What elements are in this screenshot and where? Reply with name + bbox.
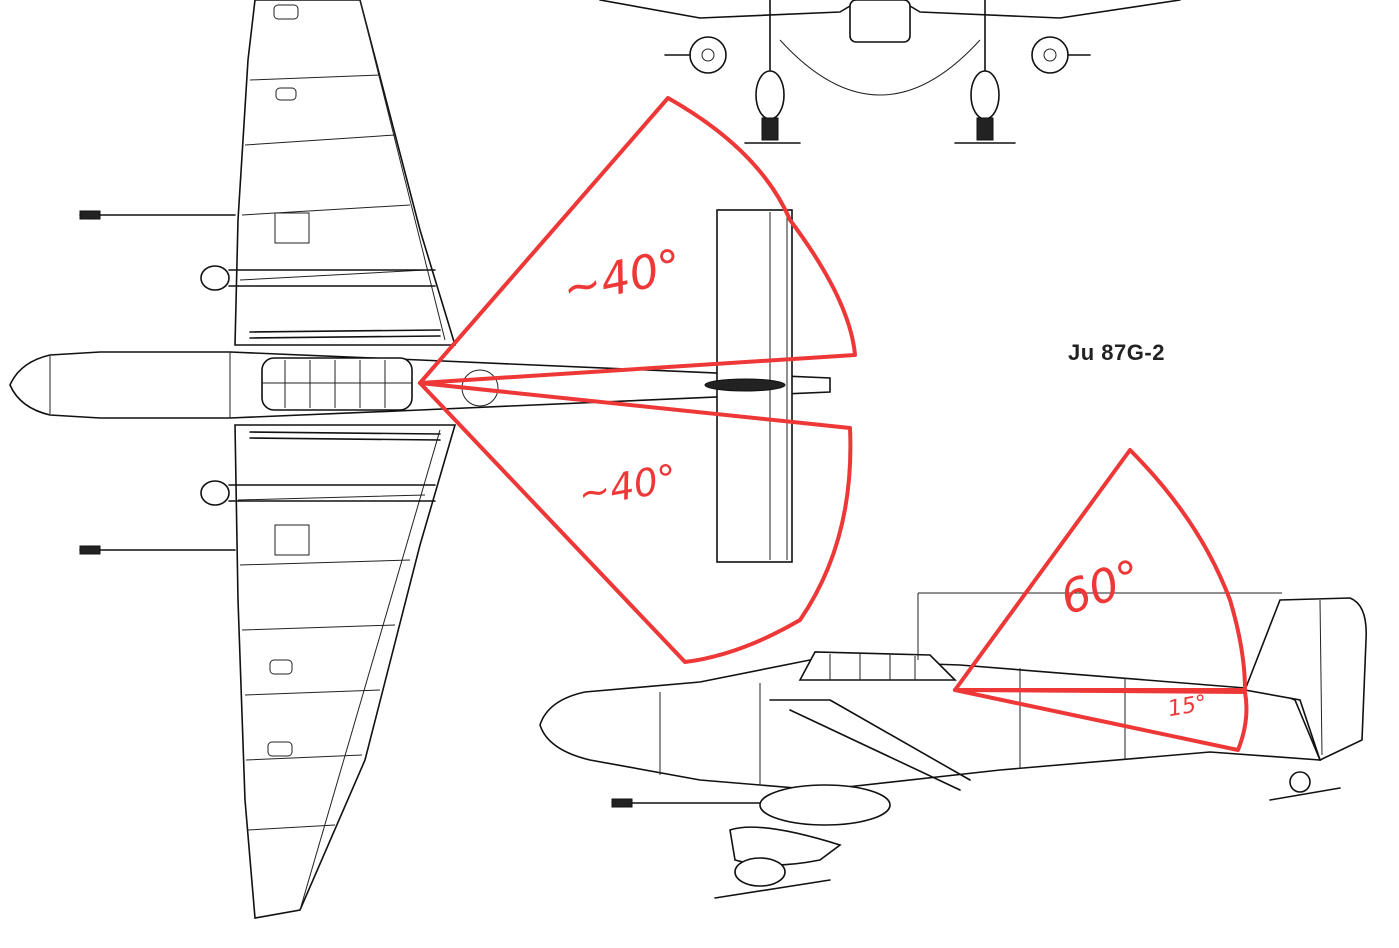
elevation-arc-sector (953, 448, 1247, 692)
firing-arcs (418, 96, 1249, 752)
lower-arc-sector (418, 381, 853, 664)
upper-arc-sector (418, 96, 857, 385)
front-view (599, 0, 1181, 144)
tail-fin (1243, 597, 1367, 762)
canopy-plan (261, 357, 413, 411)
upper-wing (234, 0, 457, 346)
depression-arc-sector (953, 688, 1249, 752)
aircraft-designation: Ju 87G-2 (1068, 340, 1165, 365)
cannon-pod (759, 784, 891, 826)
canopy-side (798, 651, 957, 681)
